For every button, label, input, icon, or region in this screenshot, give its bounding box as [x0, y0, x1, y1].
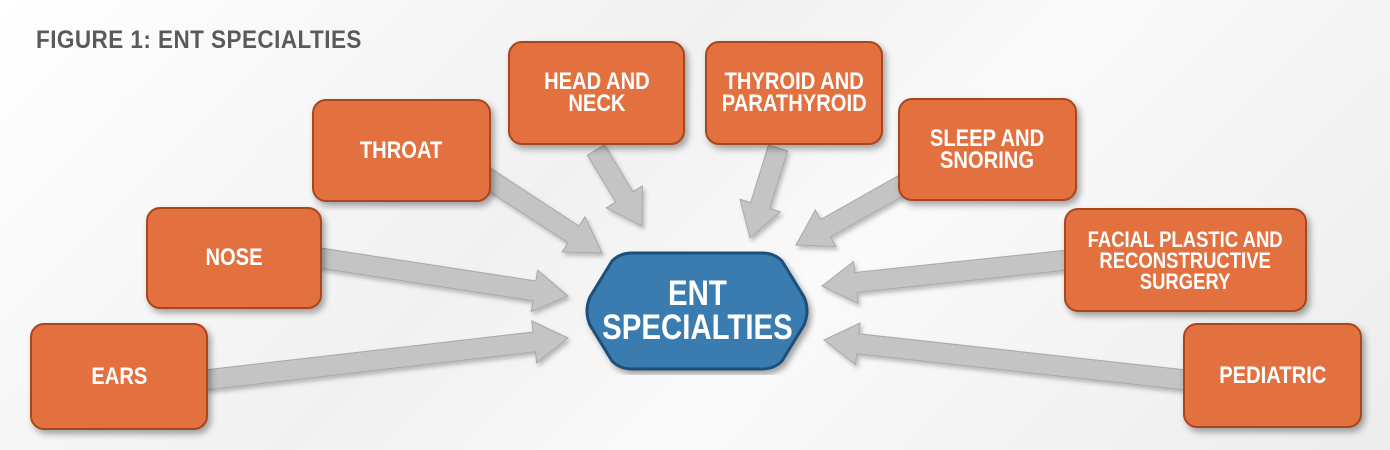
arrow-from-thyroid — [739, 144, 789, 239]
arrow-from-facial-plastic — [821, 249, 1070, 305]
node-pediatric-label: PEDIATRIC — [1218, 361, 1327, 389]
node-head-and-neck: HEAD AND NECK — [508, 41, 685, 145]
node-sleep-and-snoring: SLEEP AND SNORING — [898, 98, 1077, 201]
node-facial-plastic-label: FACIAL PLASTIC AND RECONSTRUCTIVE SURGER… — [1087, 226, 1284, 294]
center-label: ENT SPECIALTIES — [578, 247, 816, 375]
arrow-from-head-and-neck — [586, 144, 643, 227]
center-hexagon-shape — [585, 251, 809, 371]
center-node-ent-specialties: ENT SPECIALTIES — [578, 247, 816, 375]
node-throat: THROAT — [312, 99, 491, 202]
arrow-from-throat — [471, 162, 603, 254]
arrow-from-nose — [317, 247, 569, 313]
node-throat-label: THROAT — [360, 136, 443, 164]
arrow-from-pediatric — [823, 322, 1188, 391]
node-nose: NOSE — [146, 207, 322, 309]
page-title: FIGURE 1: ENT SPECIALTIES — [36, 26, 362, 54]
node-ears-label: EARS — [90, 362, 148, 390]
arrow-from-ears — [203, 320, 569, 391]
center-label-text: ENT SPECIALTIES — [601, 274, 793, 347]
node-facial-plastic-and-reconstructive-surgery: FACIAL PLASTIC AND RECONSTRUCTIVE SURGER… — [1064, 208, 1307, 312]
node-sleep-and-snoring-label: SLEEP AND SNORING — [930, 124, 1045, 174]
node-thyroid-and-parathyroid: THYROID AND PARATHYROID — [705, 41, 883, 145]
node-head-and-neck-label: HEAD AND NECK — [543, 68, 650, 117]
node-nose-label: NOSE — [205, 244, 263, 271]
node-pediatric: PEDIATRIC — [1183, 323, 1362, 428]
node-ears: EARS — [30, 323, 208, 430]
node-thyroid-and-parathyroid-label: THYROID AND PARATHYROID — [721, 68, 867, 117]
